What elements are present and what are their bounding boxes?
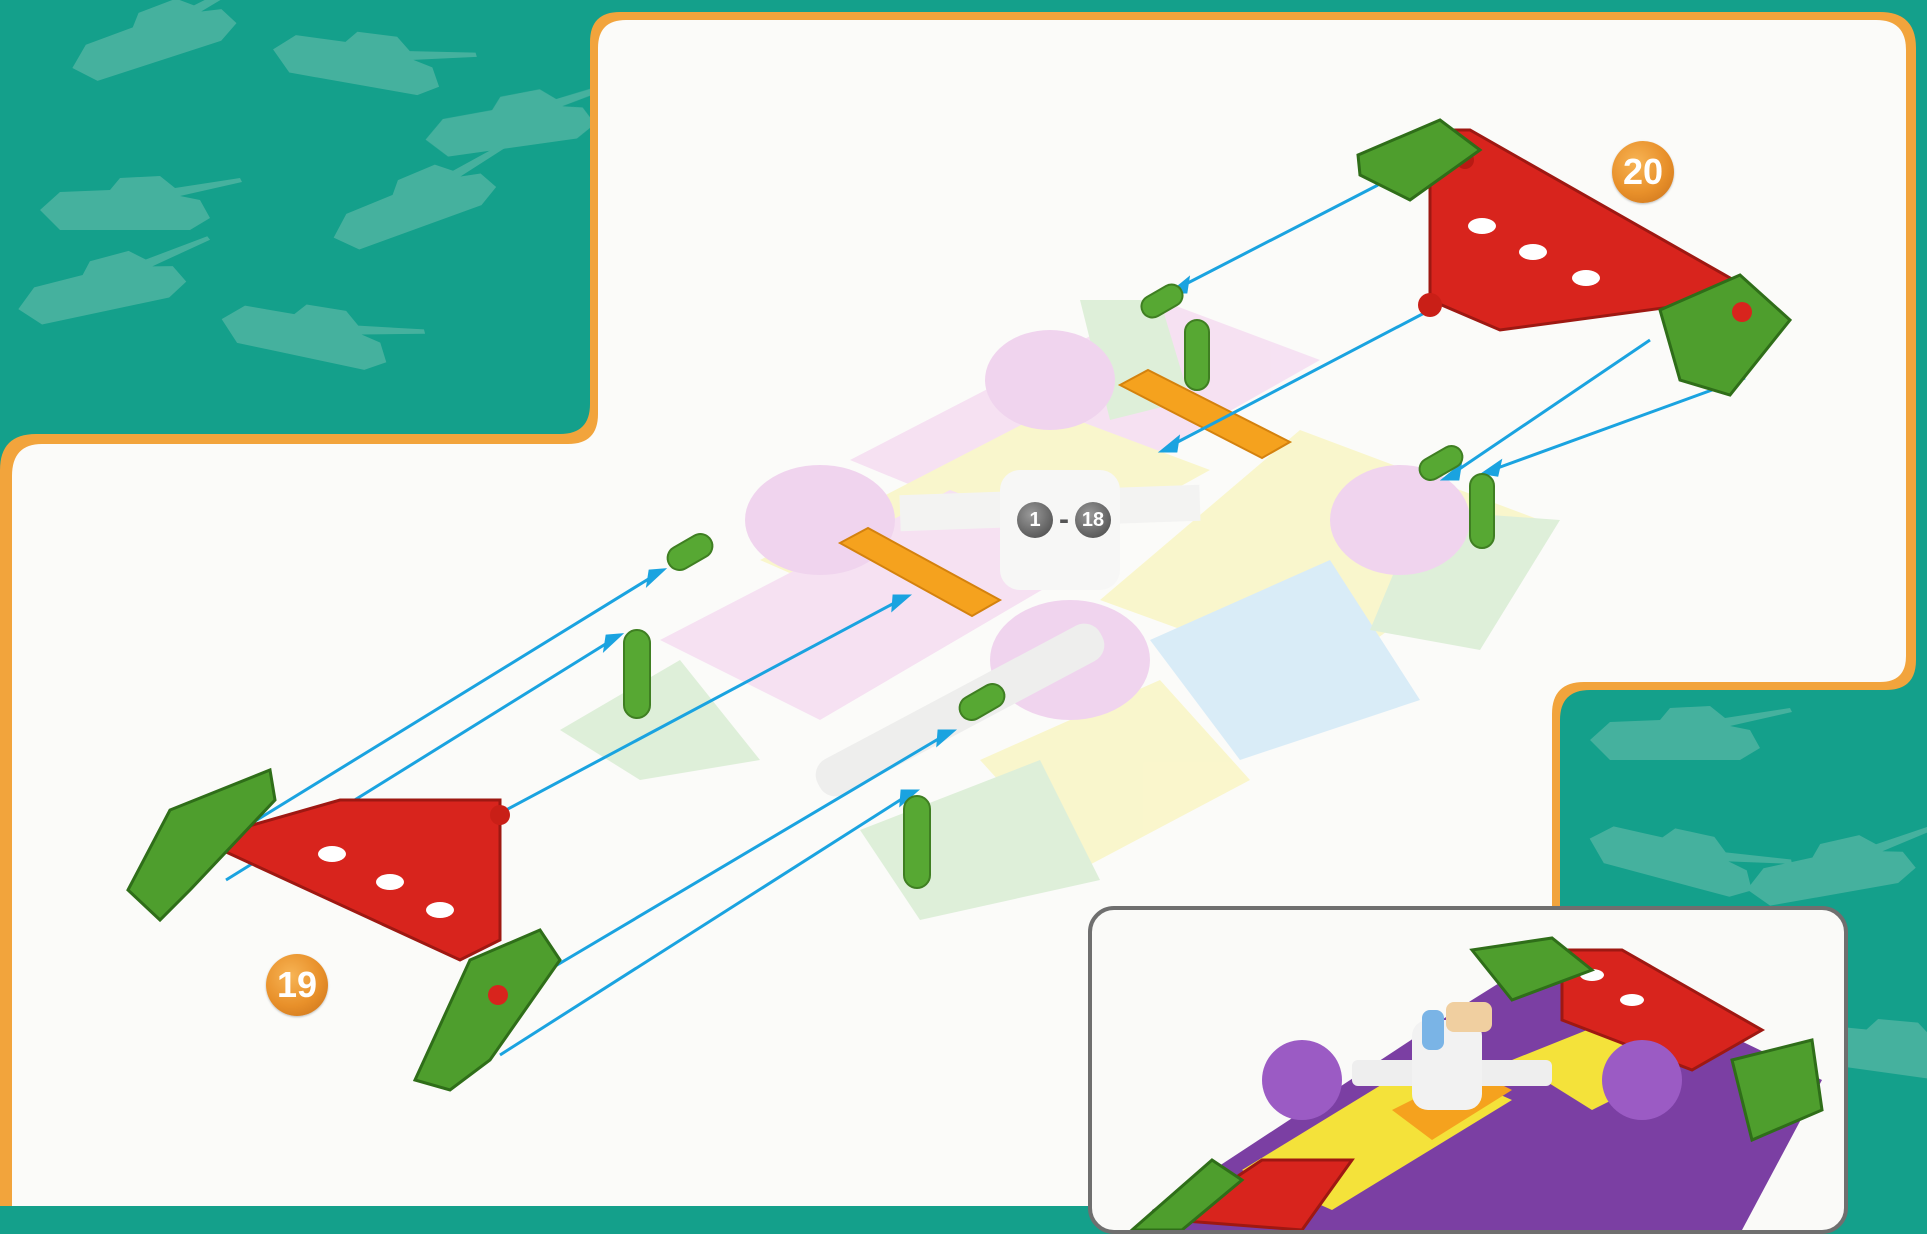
previous-steps-range: 1 - 18 [1017,500,1111,540]
red-triangle-plate-icon [128,770,560,1090]
step-number-19: 19 [266,954,328,1016]
range-dash: - [1059,502,1069,538]
range-start-badge: 1 [1017,502,1053,538]
range-end-badge: 18 [1075,502,1111,538]
red-triangle-plate-icon [1358,120,1790,395]
completed-model-preview [1088,906,1848,1234]
completed-model-image [1092,910,1844,1230]
step-number-20: 20 [1612,141,1674,203]
faded-base-model [560,300,1560,920]
